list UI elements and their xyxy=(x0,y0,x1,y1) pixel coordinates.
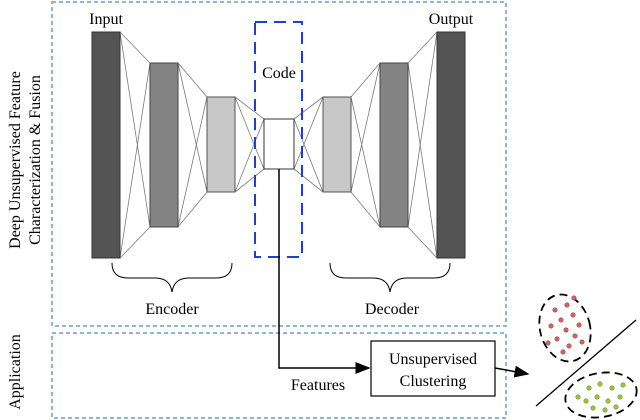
green-cluster-ellipse xyxy=(564,371,638,419)
input-layer xyxy=(91,31,121,259)
layer-connectors xyxy=(119,31,438,259)
decoder-layer-1 xyxy=(322,96,352,193)
input-label: Input xyxy=(89,11,123,28)
output-label: Output xyxy=(429,11,474,28)
section-label-feature-line2: Characterization & Fusion xyxy=(27,75,44,245)
cluster-separator-line xyxy=(535,319,637,407)
red-cluster-points xyxy=(545,295,585,355)
clustering-label-line1: Unsupervised xyxy=(389,351,477,368)
encoder-brace xyxy=(111,262,233,293)
green-cluster-points xyxy=(575,381,626,413)
decoder-brace xyxy=(329,262,451,293)
encoder-label: Encoder xyxy=(145,301,199,318)
decoder-label: Decoder xyxy=(365,301,420,318)
red-cluster-ellipse xyxy=(538,293,592,363)
encoder-layer-3 xyxy=(206,96,236,193)
output-layer xyxy=(436,31,466,259)
code-layer xyxy=(263,118,295,170)
clusters-arrow xyxy=(494,365,530,378)
section-label-application: Application xyxy=(7,334,24,410)
clustering-label-line2: Clustering xyxy=(400,373,467,390)
decoder-layer-2 xyxy=(379,62,409,228)
features-label: Features xyxy=(291,377,345,394)
features-arrow xyxy=(278,169,371,374)
encoder-layer-2 xyxy=(149,62,179,228)
code-label: Code xyxy=(262,65,296,82)
section-label-feature-line1: Deep Unsupervised Feature xyxy=(7,71,24,249)
